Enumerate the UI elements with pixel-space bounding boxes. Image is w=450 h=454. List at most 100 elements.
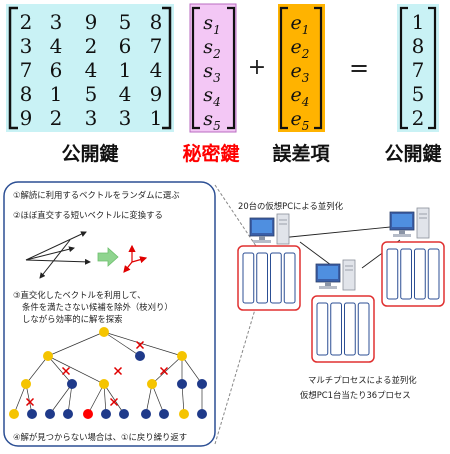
vector-entry: e1 xyxy=(291,12,310,37)
process-slot xyxy=(330,302,342,356)
step-3-line-1: ③直交化したベクトルを利用して、 xyxy=(13,290,145,300)
result-entry: 7 xyxy=(412,58,425,82)
matrix-cell: 4 xyxy=(150,58,163,82)
matrix-left-bracket xyxy=(8,6,18,130)
matrix-cell: 5 xyxy=(119,10,132,34)
result-left-bracket xyxy=(399,6,408,130)
procedure-panel: ①解読に利用するベクトルをランダムに選ぶ ②ほぼ直交する短いベクトルに変換する … xyxy=(3,181,216,447)
step-2-text: ②ほぼ直交する短いベクトルに変換する xyxy=(13,210,163,220)
matrix-cell: 2 xyxy=(20,10,33,34)
vector-entry: s2 xyxy=(203,36,220,61)
tree-edge xyxy=(25,355,49,385)
tree-node xyxy=(43,351,53,361)
process-slot xyxy=(427,248,440,300)
tree-node xyxy=(147,379,157,389)
matrix-cell: 7 xyxy=(20,58,33,82)
vector-entry: s3 xyxy=(203,60,221,85)
matrix-cell: 2 xyxy=(50,106,63,130)
tree-edge xyxy=(103,383,125,415)
matrix-cell: 1 xyxy=(50,82,63,106)
vector-entry: s4 xyxy=(203,84,220,109)
tree-node xyxy=(67,379,77,389)
tree-node xyxy=(45,409,55,419)
tree-node xyxy=(99,379,109,389)
pc-tower-icon xyxy=(342,259,356,291)
step-1-text: ①解読に利用するベクトルをランダムに選ぶ xyxy=(13,190,180,200)
orthogonal-vectors-illustration xyxy=(123,244,148,273)
vector-entry: s1 xyxy=(203,12,220,37)
tree-node xyxy=(101,409,111,419)
procedure-panel-frame xyxy=(3,181,216,447)
tree-node xyxy=(135,351,145,361)
result-entry: 8 xyxy=(412,34,425,58)
vector-entry: e2 xyxy=(291,36,310,61)
result-entry: 2 xyxy=(412,106,425,130)
prune-mark xyxy=(113,366,123,376)
cluster-title: 20台の仮想PCによる並列化 xyxy=(238,201,344,211)
matrix-cell: 3 xyxy=(85,106,98,130)
matrix-cell: 4 xyxy=(50,34,63,58)
pc-tower-icon xyxy=(276,213,290,245)
public-key-vector-box xyxy=(397,4,439,132)
tree-edge xyxy=(151,355,183,385)
vector-entry: e5 xyxy=(291,108,310,133)
matrix-cell: 1 xyxy=(119,58,132,82)
step-3-line-3: しながら効率的に解を探索 xyxy=(22,314,123,324)
tree-node xyxy=(177,351,187,361)
process-slot xyxy=(316,302,329,356)
matrix-cell: 4 xyxy=(119,82,132,106)
secret-left-bracket xyxy=(191,6,200,130)
tree-edge xyxy=(47,355,73,385)
network-link-1 xyxy=(279,225,401,239)
tree-edge xyxy=(87,383,105,415)
process-slot xyxy=(357,302,370,356)
plus-sign: + xyxy=(248,55,266,80)
cluster-caption-line-1: マルチプロセスによる並列化 xyxy=(308,375,417,385)
vector-entry: s5 xyxy=(203,108,220,133)
virtual-pc-middle xyxy=(311,259,375,363)
tree-edge xyxy=(103,383,107,415)
transform-arrow-icon xyxy=(97,247,119,267)
step-4-text: ④解が見つからない場合は、①に戻り繰り返す xyxy=(13,432,187,442)
matrix-cell: 9 xyxy=(150,82,163,106)
tree-edge xyxy=(181,383,185,415)
prune-mark xyxy=(25,397,35,407)
equals-sign: = xyxy=(349,54,369,82)
prune-mark xyxy=(61,366,71,376)
result-entry: 1 xyxy=(412,10,425,34)
step-3-line-2: 条件を満たさない候補を除外（枝刈り） xyxy=(22,302,173,312)
tree-edge xyxy=(103,331,183,357)
label-public-key-vector: 公開鍵 xyxy=(384,142,441,165)
label-secret-key: 秘密鍵 xyxy=(182,142,239,165)
matrix-cell: 4 xyxy=(85,58,98,82)
matrix-cell: 9 xyxy=(85,10,98,34)
vector-entry: e3 xyxy=(291,60,310,85)
tree-node xyxy=(99,327,109,337)
matrix-cell: 6 xyxy=(50,58,63,82)
process-slot xyxy=(242,252,255,304)
prune-mark xyxy=(109,397,119,407)
tree-node xyxy=(9,409,19,419)
label-error-term: 誤差項 xyxy=(272,142,330,165)
matrix-cell: 9 xyxy=(20,106,33,130)
tree-edge xyxy=(103,331,141,357)
process-slot xyxy=(400,248,412,300)
prune-mark xyxy=(159,366,169,376)
process-slot xyxy=(344,302,356,356)
tree-edge xyxy=(13,383,27,415)
tree-node xyxy=(83,409,93,419)
process-slot xyxy=(270,252,282,304)
matrix-cell: 3 xyxy=(119,106,132,130)
process-slot xyxy=(283,252,296,304)
tree-node xyxy=(159,409,169,419)
parallel-cluster: 20台の仮想PCによる並列化 マルチプロセスによる並列化 仮想PC1台当たり36… xyxy=(237,201,445,400)
matrix-cell: 1 xyxy=(150,106,163,130)
tree-node xyxy=(119,409,129,419)
secret-key-vector-box xyxy=(189,3,237,133)
tree-edge xyxy=(47,331,105,357)
zoom-callout-lines xyxy=(214,184,257,445)
prune-mark xyxy=(135,340,145,350)
